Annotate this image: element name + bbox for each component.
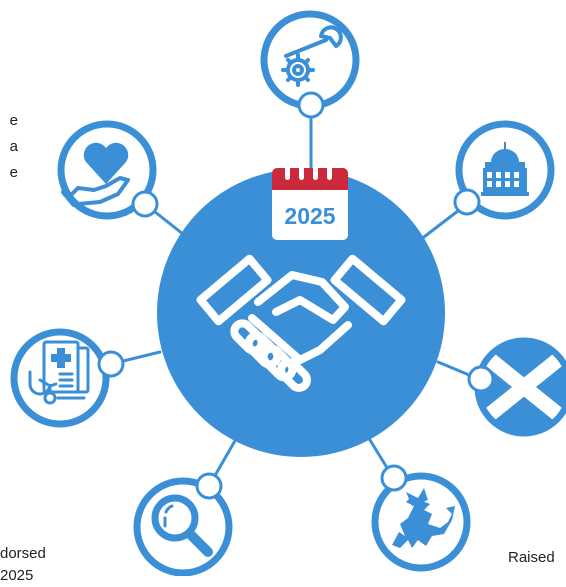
node-wales bbox=[371, 472, 471, 572]
heart-in-hand-icon bbox=[61, 142, 130, 207]
connector-bubbles bbox=[97, 91, 495, 500]
central-hub: 2025 bbox=[157, 162, 445, 457]
caption-top-left: e a e bbox=[9, 112, 18, 181]
caption-bottom-right: Raised bbox=[508, 549, 555, 566]
node-scotland bbox=[474, 337, 566, 437]
calendar-icon: 2025 bbox=[272, 162, 348, 240]
node-medical bbox=[10, 328, 110, 428]
calendar-year: 2025 bbox=[284, 203, 335, 229]
government-building-icon bbox=[481, 142, 529, 196]
welsh-dragon-icon bbox=[392, 488, 455, 548]
magnifying-glass-icon bbox=[151, 494, 213, 557]
node-health bbox=[57, 120, 157, 220]
wrench-gear-icon bbox=[281, 25, 343, 87]
node-government bbox=[455, 120, 555, 220]
handshake-icon bbox=[196, 254, 406, 392]
node-wrench-gear bbox=[260, 10, 360, 110]
medical-record-icon bbox=[28, 340, 90, 405]
scotland-flag-icon bbox=[481, 344, 566, 430]
node-search bbox=[133, 477, 233, 576]
